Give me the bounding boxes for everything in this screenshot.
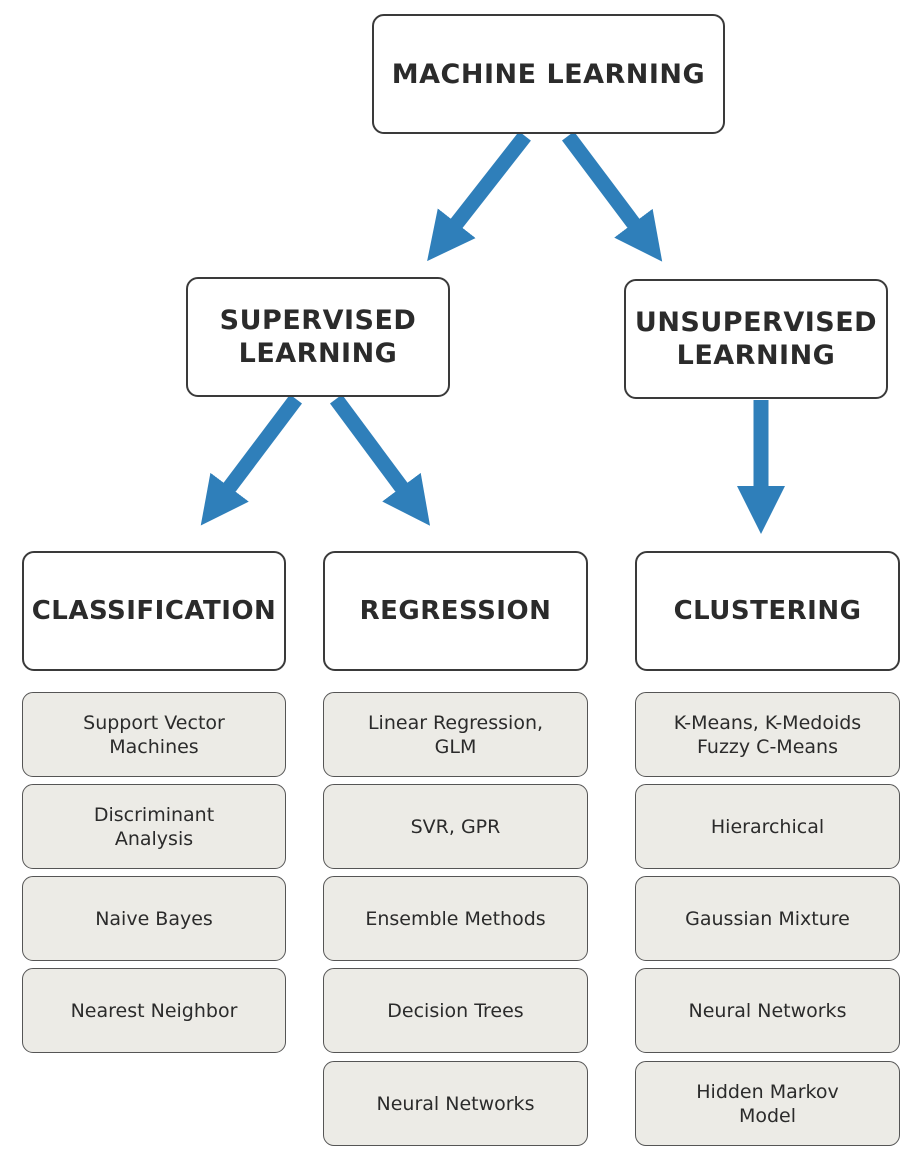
supervised-learning-box: SUPERVISED LEARNING <box>186 277 450 397</box>
arrow-supervised-to-classification <box>200 394 302 526</box>
clustering-label: CLUSTERING <box>673 596 862 626</box>
supervised-learning-label: SUPERVISED LEARNING <box>219 305 417 369</box>
arrow-ml-to-supervised <box>427 131 531 262</box>
regression-label: REGRESSION <box>359 596 552 626</box>
list-item-hierarchical: Hierarchical <box>635 784 900 869</box>
classification-box: CLASSIFICATION <box>22 551 286 671</box>
unsupervised-learning-label: UNSUPERVISED LEARNING <box>634 307 878 371</box>
clustering-box: CLUSTERING <box>635 551 900 671</box>
machine-learning-box: MACHINE LEARNING <box>372 14 725 134</box>
list-item-support-vector-machines: Support Vector Machines <box>22 692 286 777</box>
list-item-naive-bayes: Naive Bayes <box>22 876 286 961</box>
list-item-gaussian-mixture: Gaussian Mixture <box>635 876 900 961</box>
regression-box: REGRESSION <box>323 551 588 671</box>
classification-label: CLASSIFICATION <box>31 596 277 626</box>
list-item-svr-gpr: SVR, GPR <box>323 784 588 869</box>
list-item-ensemble-methods: Ensemble Methods <box>323 876 588 961</box>
list-item-decision-trees: Decision Trees <box>323 968 588 1053</box>
list-item-nearest-neighbor: Nearest Neighbor <box>22 968 286 1053</box>
unsupervised-learning-box: UNSUPERVISED LEARNING <box>624 279 888 399</box>
machine-learning-label: MACHINE LEARNING <box>391 58 706 90</box>
list-item-neural-networks-regression: Neural Networks <box>323 1061 588 1146</box>
arrow-ml-to-unsupervised <box>562 131 663 262</box>
list-item-hidden-markov-model: Hidden Markov Model <box>635 1061 900 1146</box>
arrow-supervised-to-regression <box>329 394 431 526</box>
list-item-k-means: K-Means, K-Medoids Fuzzy C-Means <box>635 692 900 777</box>
list-item-neural-networks-clustering: Neural Networks <box>635 968 900 1053</box>
list-item-linear-regression: Linear Regression, GLM <box>323 692 588 777</box>
list-item-discriminant-analysis: Discriminant Analysis <box>22 784 286 869</box>
